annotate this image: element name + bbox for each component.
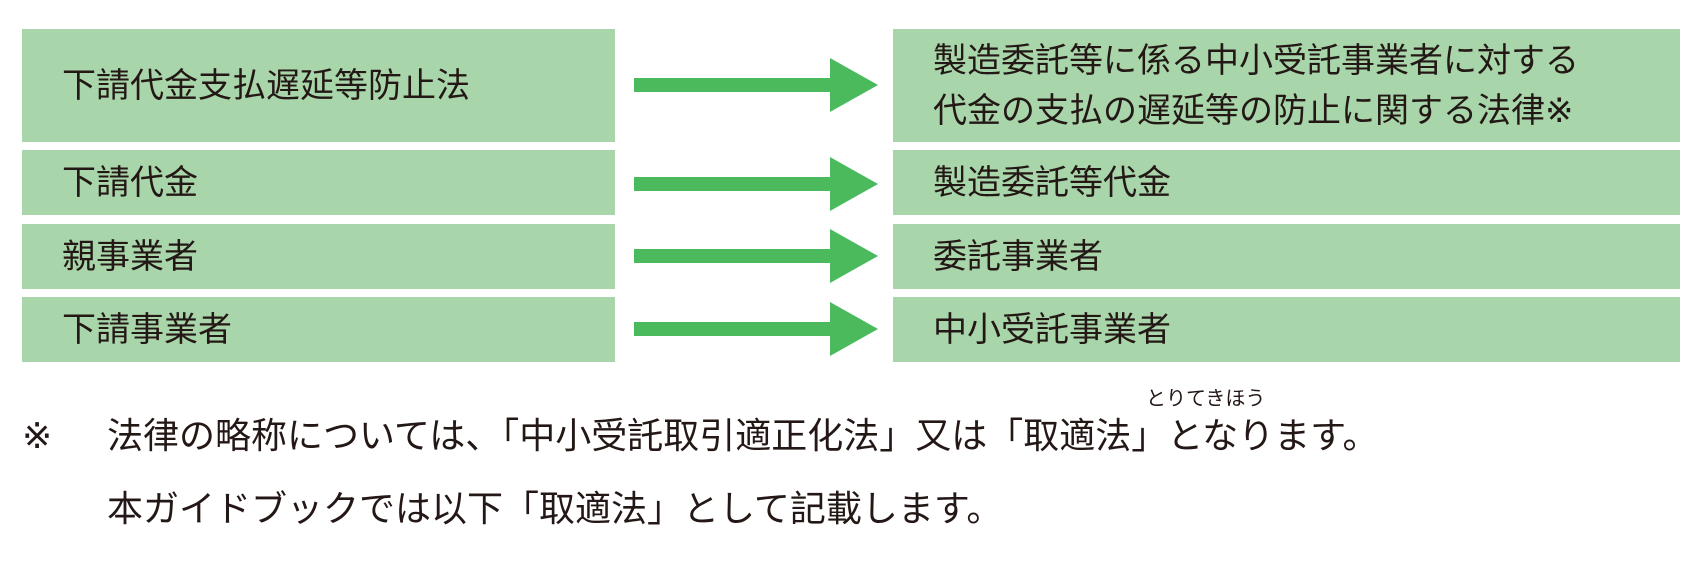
arrow-right-icon	[634, 302, 878, 356]
furigana-ruby: とりてきほう	[1146, 386, 1266, 410]
new-term-label: 委託事業者	[933, 236, 1103, 277]
old-term-label: 親事業者	[62, 236, 198, 277]
old-term-box-1: 下請代金支払遅延等防止法	[22, 29, 615, 142]
new-term-box-4: 中小受託事業者	[893, 297, 1680, 362]
arrow-right-icon	[634, 229, 878, 283]
new-term-box-2: 製造委託等代金	[893, 150, 1680, 215]
new-term-label-line2: 代金の支払の遅延等の防止に関する法律※	[933, 90, 1574, 131]
new-term-box-3: 委託事業者	[893, 224, 1680, 289]
new-term-label: 中小受託事業者	[933, 309, 1171, 350]
note-mark: ※	[22, 416, 53, 457]
old-term-box-3: 親事業者	[22, 224, 615, 289]
old-term-label: 下請代金	[62, 162, 198, 203]
new-term-label-line1: 製造委託等に係る中小受託事業者に対する	[933, 40, 1579, 81]
arrow-right-icon	[634, 157, 878, 211]
new-term-label: 製造委託等代金	[933, 162, 1171, 203]
old-term-box-4: 下請事業者	[22, 297, 615, 362]
old-term-box-2: 下請代金	[22, 150, 615, 215]
note-line-1: 法律の略称については、「中小受託取引適正化法」又は「取適法」となります。	[107, 416, 1379, 457]
note-line-2: 本ガイドブックでは以下「取適法」として記載します。	[107, 489, 1003, 530]
new-term-box-1: 製造委託等に係る中小受託事業者に対する 代金の支払の遅延等の防止に関する法律※	[893, 29, 1680, 142]
old-term-label: 下請代金支払遅延等防止法	[62, 65, 470, 106]
arrow-right-icon	[634, 58, 878, 112]
old-term-label: 下請事業者	[62, 309, 232, 350]
